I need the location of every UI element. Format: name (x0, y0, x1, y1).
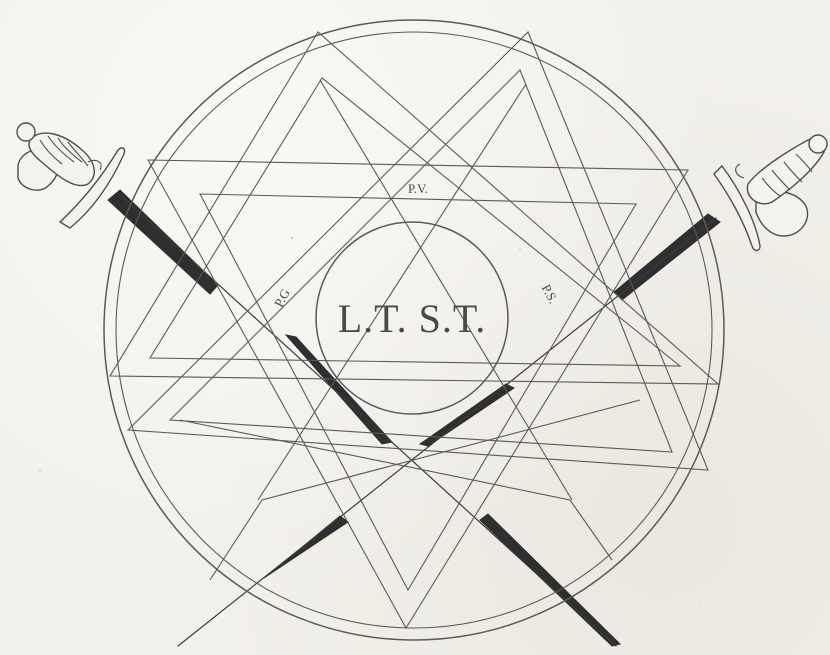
star-lower-right-strokes (180, 420, 612, 560)
sword-left-blade-edge (120, 195, 616, 646)
label-top: P.V. (408, 181, 428, 196)
label-right: P.S. (539, 282, 561, 306)
sword-right-blade-edge (178, 218, 716, 646)
star-triangle-c-outer (170, 70, 672, 452)
sword-right-hilt (714, 135, 827, 251)
sword-left-blade-tip (480, 514, 620, 646)
sword-right-blade-tip (264, 516, 348, 578)
sword-right-quillon (736, 164, 744, 178)
label-left: P.G (271, 286, 293, 309)
center-inscription: L.T. S.T. (338, 296, 487, 341)
paper-speckles (39, 237, 761, 601)
sword-left-hilt (17, 123, 125, 228)
star-right-rising-line (320, 80, 572, 500)
sword-right-pommel (809, 135, 827, 153)
star-triangle-down-inner (200, 194, 636, 590)
sword-left-blade-upper (108, 190, 218, 294)
sword-left-pommel (17, 123, 35, 141)
